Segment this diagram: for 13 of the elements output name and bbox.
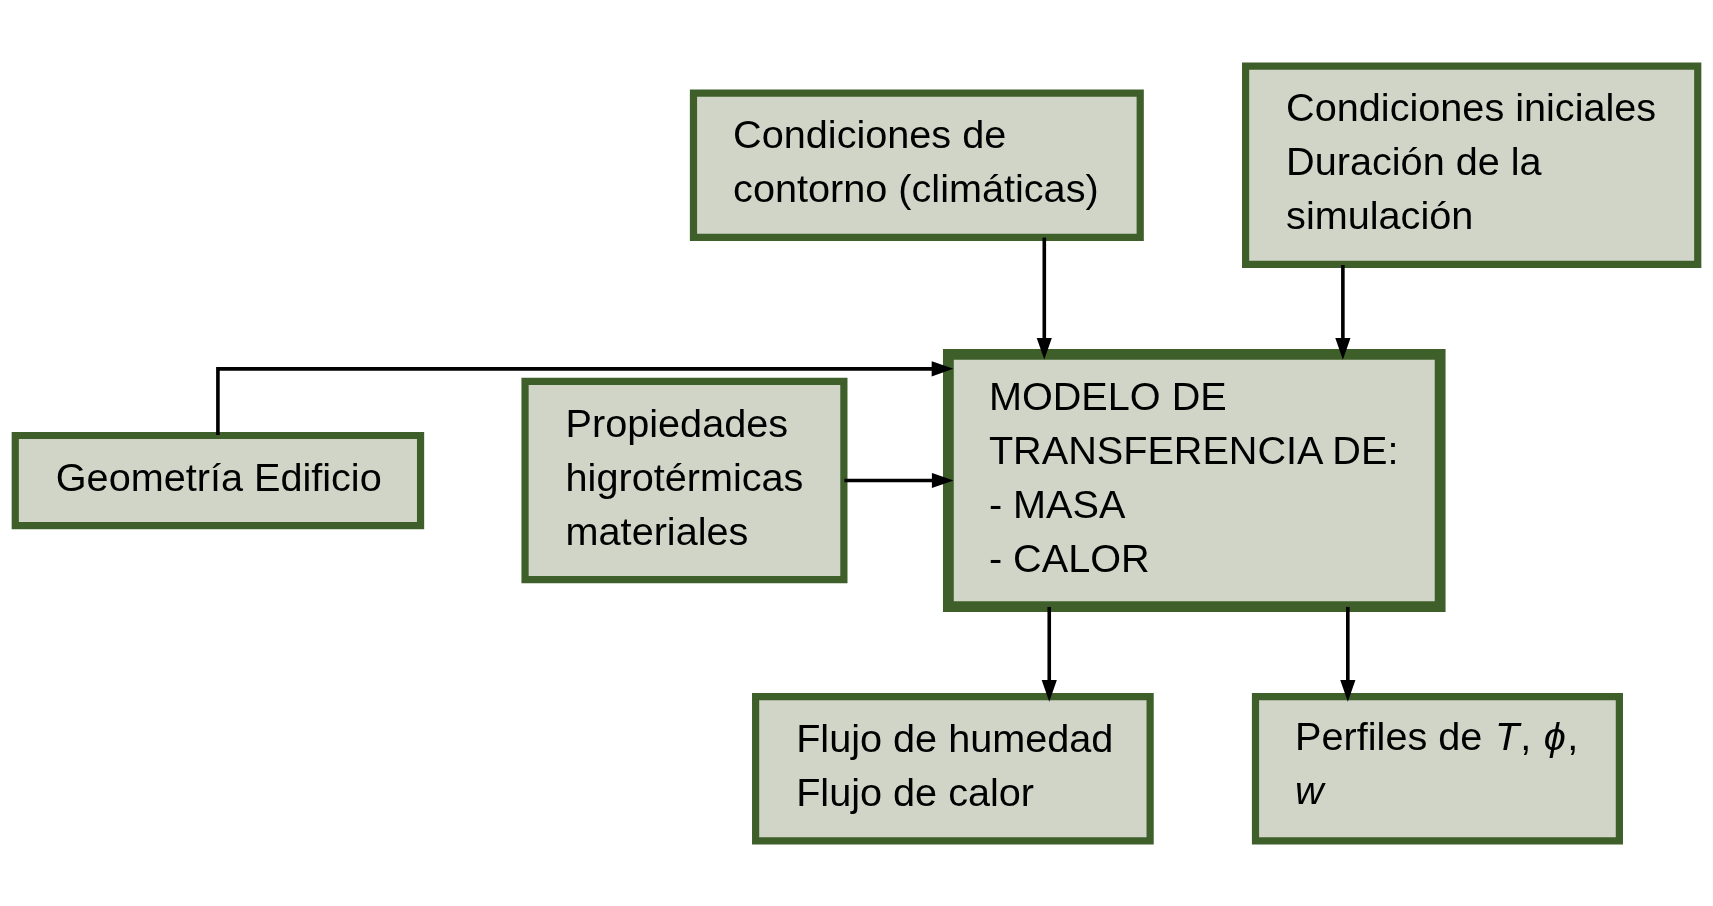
- arrow: [1036, 237, 1052, 360]
- node-box: MODELO DE TRANSFERENCIA DE: - MASA - CALOR: [942, 348, 1446, 612]
- node-box: Condiciones de contorno (climáticas): [689, 89, 1144, 241]
- node-box: Geometría Edificio: [11, 431, 425, 529]
- node-box: Perfiles de T, ϕ, w: [1251, 692, 1623, 844]
- arrow: [844, 472, 954, 488]
- arrow: [1340, 606, 1356, 702]
- node-box: Propiedades higrotérmicas materiales: [521, 377, 848, 583]
- arrow: [1041, 606, 1057, 702]
- arrow: [216, 360, 954, 435]
- node-box: Condiciones iniciales Duración de la simulación: [1242, 62, 1702, 268]
- node-box: Flujo de humedad Flujo de calor: [752, 692, 1154, 844]
- arrow: [1335, 264, 1351, 360]
